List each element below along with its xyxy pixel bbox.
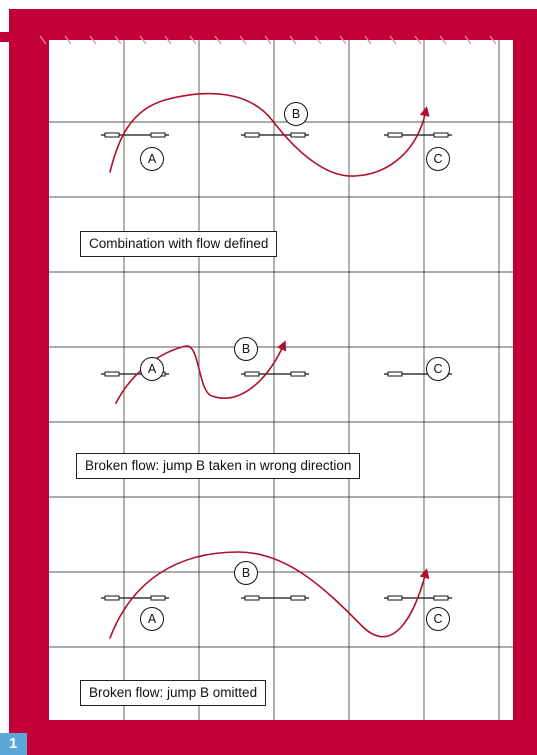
- top-tick: [264, 35, 272, 45]
- top-tick: [439, 35, 447, 45]
- panel-3-caption: Broken flow: jump B omitted: [80, 680, 267, 706]
- top-tick: [414, 35, 422, 45]
- jump-rail-left: [244, 132, 260, 138]
- top-tick: [164, 35, 172, 45]
- panel-2-jump-b-label: B: [234, 337, 258, 361]
- panel-1-flow-path: [109, 92, 430, 177]
- top-tick: [214, 35, 222, 45]
- panel-1-jump-c-label: C: [426, 147, 450, 171]
- jump-rail-left: [104, 371, 120, 377]
- top-edge-ticks: [39, 35, 497, 45]
- top-tick: [139, 35, 147, 45]
- top-tick: [389, 35, 397, 45]
- jump-rail-left: [387, 371, 403, 377]
- top-tick: [64, 35, 72, 45]
- jump-rail-left: [104, 595, 120, 601]
- jump-rail-right: [433, 595, 449, 601]
- top-tick: [114, 35, 122, 45]
- panel-1-jump-a: [101, 132, 169, 138]
- top-tick: [39, 35, 47, 45]
- grid-lines: [49, 40, 513, 720]
- panel-1-caption: Combination with flow defined: [80, 231, 278, 257]
- jump-rail-right: [150, 595, 166, 601]
- top-tick: [339, 35, 347, 45]
- jump-rail-right: [150, 132, 166, 138]
- panel-3-flow-path: [109, 551, 430, 639]
- panel-3-jump-b-label: B: [234, 561, 258, 585]
- jump-rail-right: [290, 371, 306, 377]
- jump-rail-right: [290, 595, 306, 601]
- panel-1-jump-a-label: A: [140, 147, 164, 171]
- jump-rail-left: [244, 371, 260, 377]
- jump-rail-left: [104, 132, 120, 138]
- panel-2-jump-b: [241, 371, 309, 377]
- panel-2-jump-c-label: C: [426, 357, 450, 381]
- panel-3-jump-b: [241, 595, 309, 601]
- jump-rail-right: [433, 132, 449, 138]
- jump-rail-left: [387, 132, 403, 138]
- top-tick: [364, 35, 372, 45]
- panel-2-jump-a-label: A: [140, 357, 164, 381]
- panel-3-jump-c-label: C: [426, 607, 450, 631]
- top-tick: [314, 35, 322, 45]
- panel-3-jump-a-label: A: [140, 607, 164, 631]
- top-left-accent: [0, 32, 26, 42]
- top-tick: [489, 35, 497, 45]
- top-tick: [89, 35, 97, 45]
- jumps-layer: [101, 132, 452, 601]
- panel-2-caption: Broken flow: jump B taken in wrong direc…: [76, 453, 361, 479]
- top-tick: [189, 35, 197, 45]
- panel-3-jump-a: [101, 595, 169, 601]
- top-tick: [464, 35, 472, 45]
- top-tick: [289, 35, 297, 45]
- figure-badge: [0, 733, 27, 755]
- jump-rail-left: [244, 595, 260, 601]
- panel-1-jump-b-label: B: [284, 102, 308, 126]
- jump-rail-right: [290, 132, 306, 138]
- panel-1-jump-b: [241, 132, 309, 138]
- jump-rail-left: [387, 595, 403, 601]
- figure-number: 1: [9, 735, 18, 752]
- top-tick: [239, 35, 247, 45]
